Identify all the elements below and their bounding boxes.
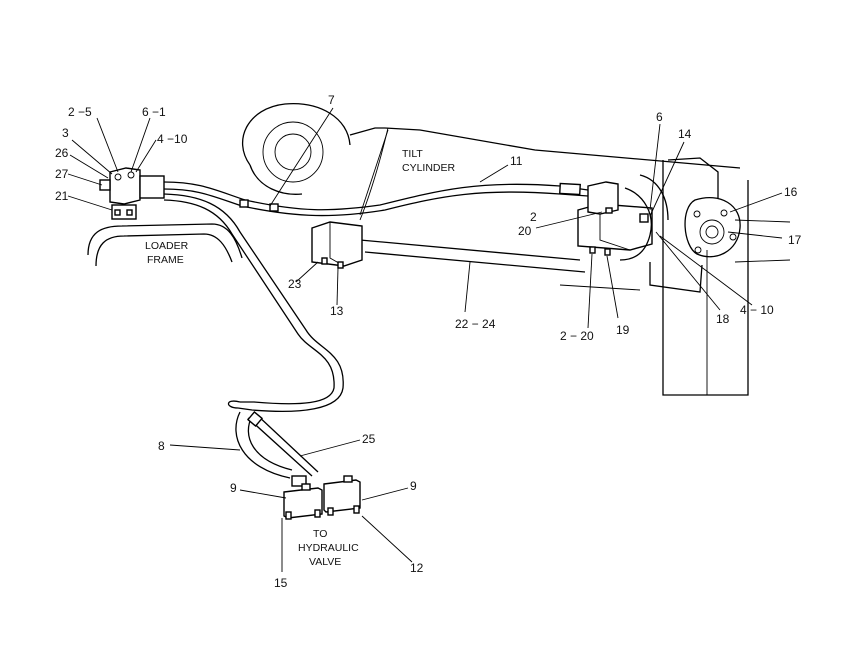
callout-7: 7 — [328, 93, 335, 107]
callout-21: 21 — [55, 189, 69, 203]
hydraulic-valve-label-line2: HYDRAULIC — [298, 542, 359, 554]
callout-17: 17 — [788, 233, 802, 247]
callout-2: 2 — [530, 210, 537, 224]
callout-26: 26 — [55, 146, 69, 160]
callout-13: 13 — [330, 304, 344, 318]
hydraulic-valve-label-line3: VALVE — [309, 556, 341, 568]
callout-9-right: 9 — [410, 479, 417, 493]
tilt-cylinder — [311, 157, 741, 293]
callout-27: 27 — [55, 167, 69, 181]
hydraulic-lines — [163, 181, 589, 487]
callout-4-10-left: 4 −10 — [157, 132, 188, 146]
loader-frame-label-line2: FRAME — [147, 254, 184, 266]
callout-23: 23 — [288, 277, 302, 291]
tilt-cylinder-label-line2: CYLINDER — [402, 162, 456, 174]
callout-6-right: 6 — [656, 110, 663, 124]
callout-14: 14 — [678, 127, 692, 141]
callout-8: 8 — [158, 439, 165, 453]
loader-frame-label-line1: LOADER — [145, 240, 189, 252]
callout-25: 25 — [362, 432, 376, 446]
callout-6-1: 6 −1 — [142, 105, 166, 119]
tilt-cylinder-label-line1: TILT — [402, 148, 423, 160]
callout-2-5: 2 −5 — [68, 105, 92, 119]
callout-19: 19 — [616, 323, 630, 337]
callout-18: 18 — [716, 312, 730, 326]
callout-15: 15 — [274, 576, 288, 590]
callouts: 2 −5 6 −1 3 4 −10 26 27 21 7 11 6 14 16 … — [55, 93, 802, 590]
machine-outline — [241, 103, 791, 396]
callout-20: 20 — [518, 224, 532, 238]
callout-9-left: 9 — [230, 481, 237, 495]
leader-lines — [67, 107, 783, 572]
valve-blocks — [283, 475, 361, 520]
callout-4-10-right: 4 − 10 — [740, 303, 774, 317]
loader-frame — [87, 223, 243, 267]
callout-16: 16 — [784, 185, 798, 199]
callout-3: 3 — [62, 126, 69, 140]
callout-12: 12 — [410, 561, 424, 575]
hydraulic-valve-label-line1: TO — [313, 528, 327, 540]
callout-11: 11 — [510, 154, 523, 168]
callout-22-24: 22 − 24 — [455, 317, 496, 331]
junction-block — [99, 167, 165, 220]
captions: LOADER FRAME TILT CYLINDER TO HYDRAULIC … — [145, 148, 456, 568]
callout-2-20: 2 − 20 — [560, 329, 594, 343]
